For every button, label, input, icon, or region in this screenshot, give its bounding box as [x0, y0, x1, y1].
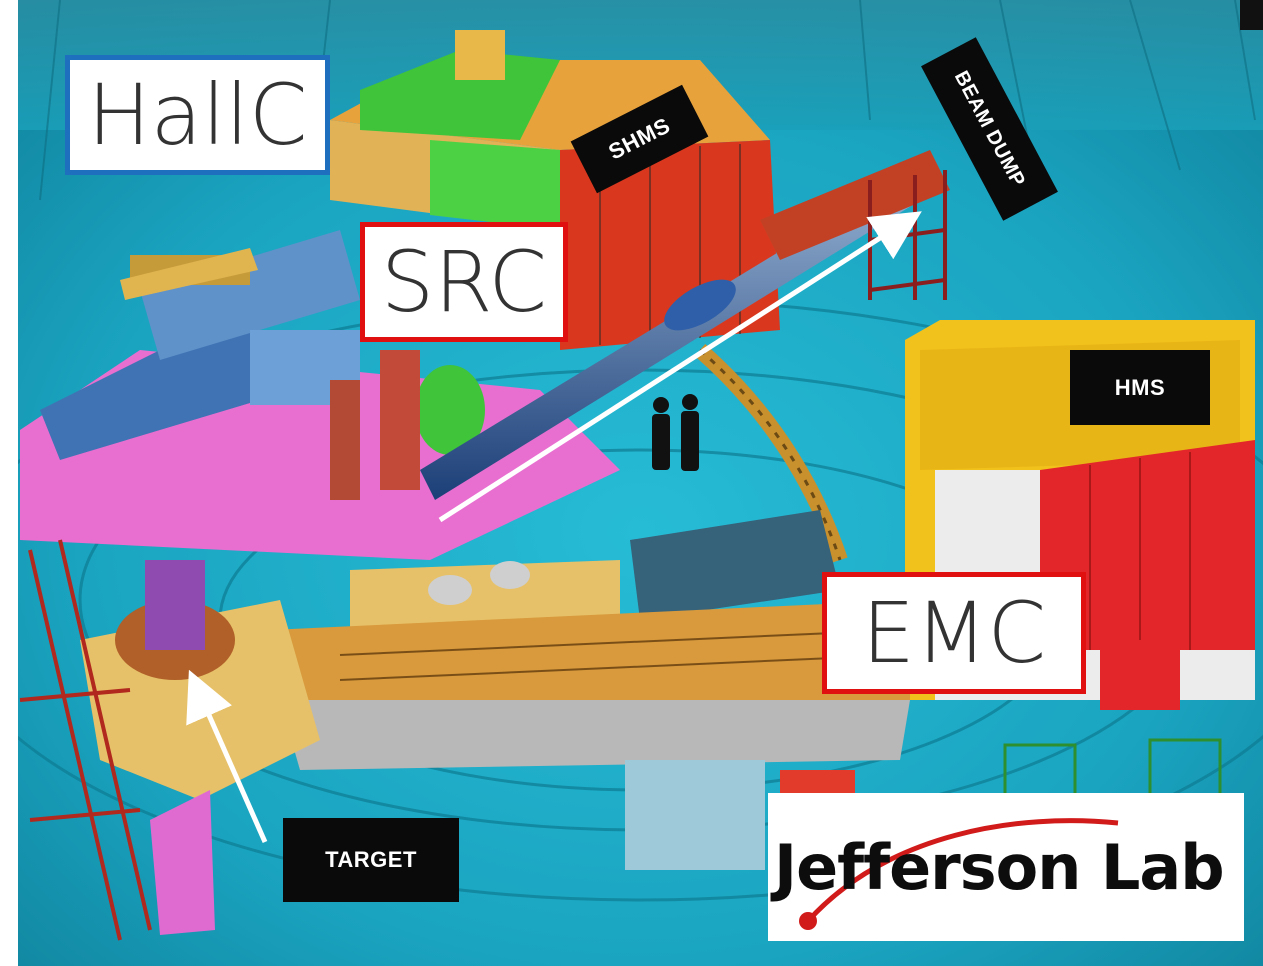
- beam-pipe: [420, 150, 950, 500]
- target-tag: TARGET: [283, 818, 459, 902]
- logo-swoosh: [799, 818, 1119, 930]
- jefferson-lab-logo: Jefferson Lab: [768, 793, 1244, 941]
- hallc-label: HallC: [65, 55, 330, 175]
- target-arrow: [186, 669, 268, 844]
- left-edge-strip: [0, 0, 18, 966]
- emc-label: EMC: [822, 572, 1086, 694]
- dark-corner: [1240, 0, 1263, 30]
- people-silhouettes: [652, 394, 699, 471]
- hms-tag: HMS: [1070, 350, 1210, 425]
- shms-magnet-platform: [20, 230, 620, 560]
- pivot-carriage: [270, 510, 910, 870]
- hall-wall-ribs: [39, 0, 1256, 201]
- logo-text: Jefferson Lab: [774, 831, 1225, 904]
- src-label: SRC: [360, 222, 568, 342]
- beam-dump-arrow: [438, 211, 922, 523]
